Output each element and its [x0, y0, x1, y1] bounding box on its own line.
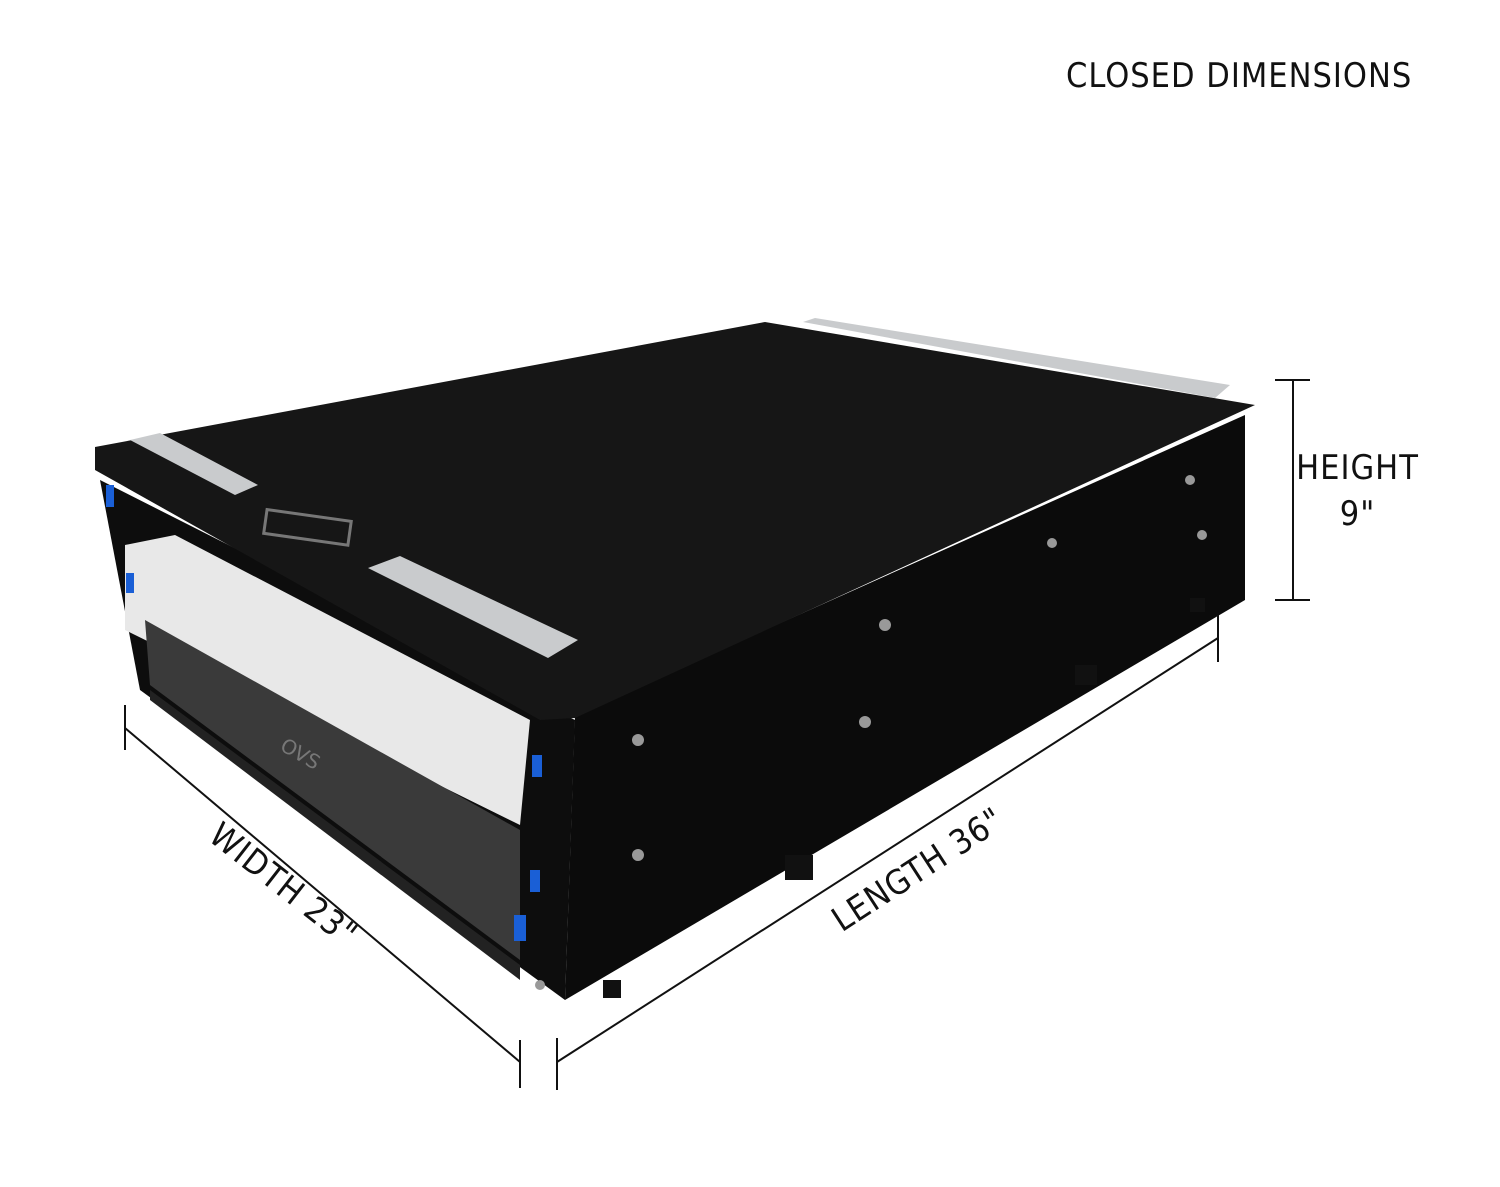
drawer-lower [150, 690, 520, 980]
height-label-text: HEIGHT [1296, 448, 1419, 488]
rail [368, 556, 578, 658]
cutting-board [125, 535, 530, 825]
height-value: 9" [1339, 494, 1376, 534]
latch [106, 485, 114, 507]
latch [514, 915, 526, 941]
latch [126, 573, 134, 593]
handle-slot [262, 507, 353, 547]
latch [532, 755, 542, 777]
feet [603, 598, 1205, 998]
closed-dimensions-title: CLOSED DIMENSIONS [1066, 56, 1413, 96]
latch [530, 870, 540, 892]
drawer-front [145, 620, 520, 960]
carpet-top [95, 322, 1255, 720]
side-panel [565, 415, 1245, 1000]
bolts [535, 475, 1207, 990]
height-label: HEIGHT 9" [1290, 445, 1425, 537]
rail [130, 433, 258, 495]
dimension-lines [124, 379, 1310, 1090]
rail [803, 318, 1230, 398]
